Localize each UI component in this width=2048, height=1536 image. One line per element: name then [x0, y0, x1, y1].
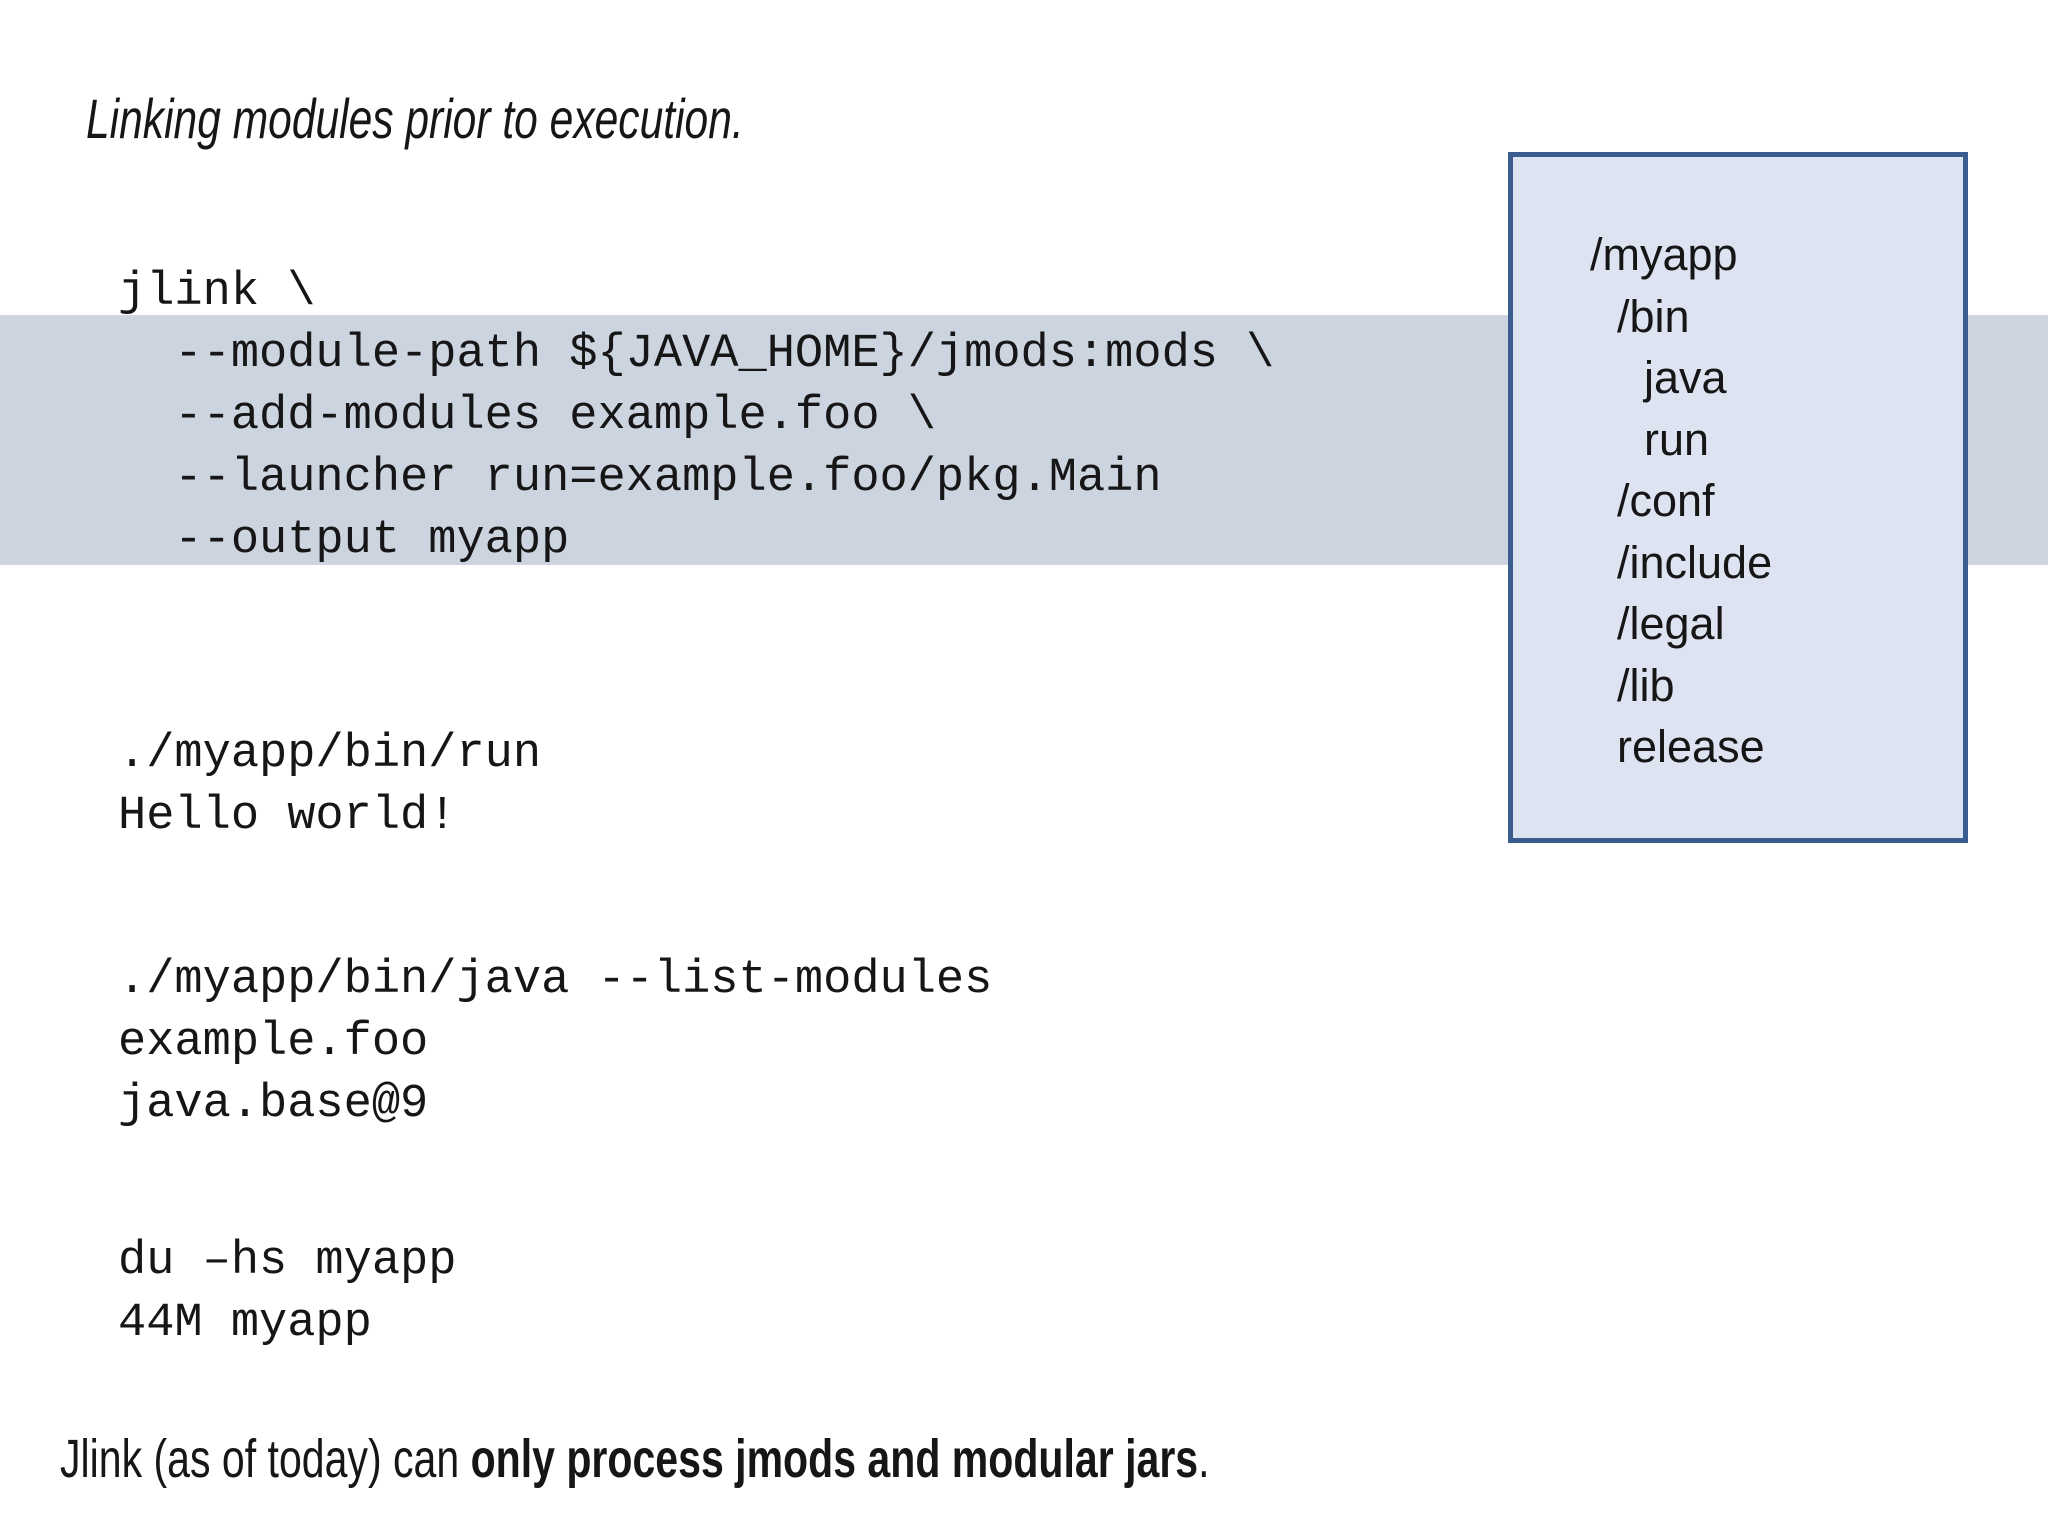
footer-note-text: Jlink (as of today) can only process jmo… [60, 1428, 1210, 1490]
code-list-modules: ./myapp/bin/java --list-modules example.… [118, 954, 993, 1131]
directory-entry: run [1644, 413, 1710, 465]
directory-entry: /include [1617, 536, 1773, 588]
footer-text-regular: Jlink (as of today) can [60, 1429, 471, 1489]
directory-entry: /conf [1617, 475, 1715, 526]
footer-text-period: . [1198, 1429, 1210, 1489]
footer-text-bold: only process jmods and modular jars [470, 1429, 1199, 1489]
directory-entry: /myapp [1590, 229, 1738, 280]
slide-title: Linking modules prior to execution. [86, 86, 951, 151]
directory-entry: /legal [1617, 598, 1725, 649]
directory-listing-box: /myapp/bin java run/conf/include/legal/lib… [1508, 152, 1968, 843]
directory-entries: /myapp/bin java run/conf/include/legal/lib… [1513, 157, 1963, 778]
code-run-output: ./myapp/bin/run Hello world! [118, 728, 542, 843]
directory-entry: /lib [1617, 659, 1675, 711]
directory-entry: java [1644, 352, 1727, 403]
code-jlink-command: jlink \ --module-path ${JAVA_HOME}/jmods… [118, 266, 1275, 567]
code-disk-usage: du –hs myapp 44M myapp [118, 1235, 457, 1350]
slide-title-text: Linking modules prior to execution. [86, 87, 744, 150]
footer-note: Jlink (as of today) can only process jmo… [60, 1428, 1573, 1490]
directory-entry: /bin [1617, 290, 1690, 342]
directory-entry: release [1617, 721, 1765, 772]
